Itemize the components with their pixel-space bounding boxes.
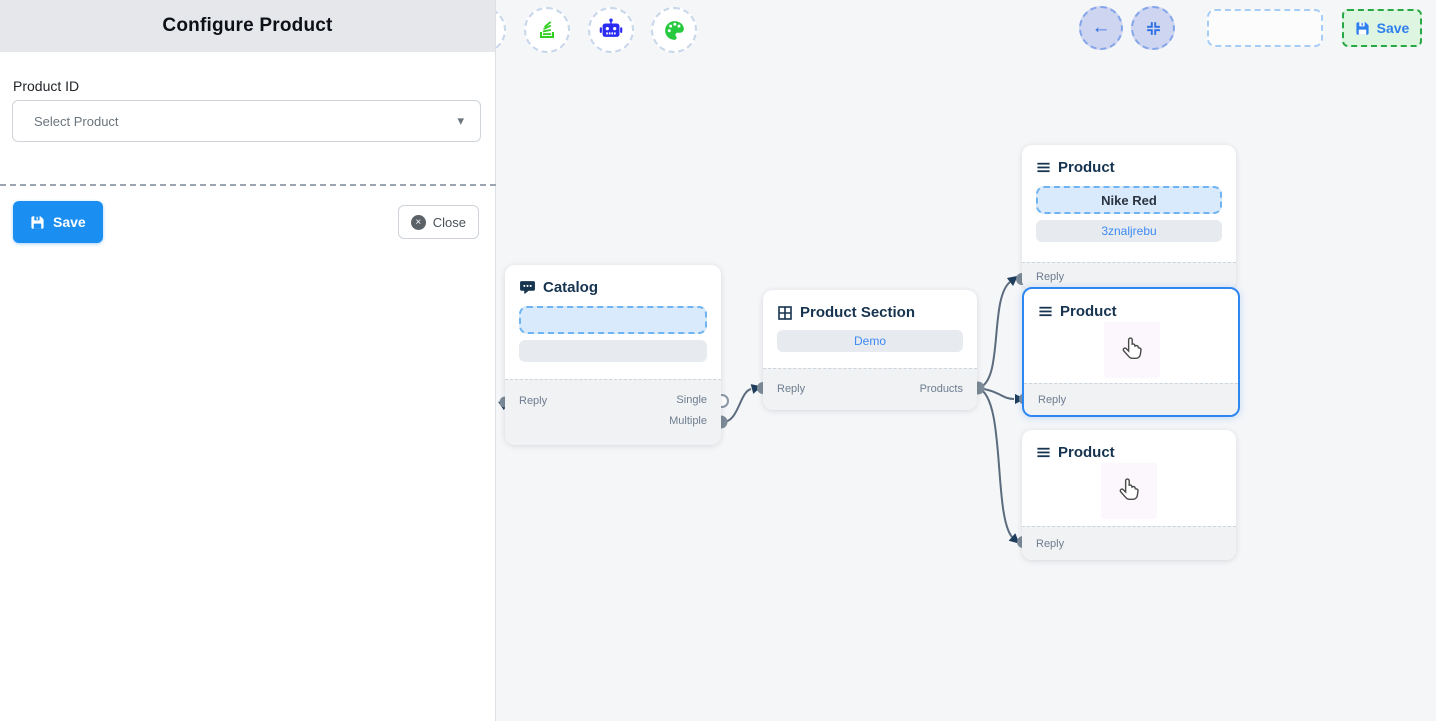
empty-slot-button[interactable] — [1207, 9, 1323, 47]
node-title: Product Section — [800, 304, 916, 321]
port-label-reply: Reply — [1036, 538, 1065, 550]
bot-tool-button[interactable] — [588, 7, 634, 53]
hand-cursor-icon — [1119, 478, 1139, 501]
divider — [0, 184, 496, 186]
edge-section-to-product1 — [977, 281, 1011, 389]
node-title: Product — [1060, 303, 1117, 320]
floppy-save-icon — [31, 215, 44, 229]
port-label-reply: Reply — [1038, 394, 1067, 406]
product2-footer: Reply — [1024, 383, 1238, 415]
product3-footer: Reply — [1022, 526, 1236, 560]
list-icon — [1039, 306, 1052, 317]
catalog-footer: Reply Single Multiple — [505, 379, 721, 445]
port-label-reply: Reply — [777, 383, 806, 395]
node-product-section[interactable]: Product Section Demo Reply Products — [763, 290, 977, 410]
grid-icon — [778, 305, 792, 320]
back-arrow-icon: ← — [1091, 17, 1111, 38]
back-button[interactable]: ← — [1079, 6, 1123, 50]
stack-icon — [540, 21, 554, 38]
port-label-single: Single — [676, 394, 707, 406]
close-button-label: Close — [432, 214, 466, 230]
section-footer: Reply Products — [763, 368, 977, 410]
save-button-label: Save — [53, 214, 86, 230]
chat-bubble-icon — [520, 281, 535, 294]
node-catalog[interactable]: Catalog Reply Single Multiple — [505, 265, 721, 445]
list-icon — [1037, 162, 1050, 173]
configure-product-panel: Configure Product Product ID Select Prod… — [0, 0, 496, 721]
cursor-overlay — [1104, 322, 1160, 378]
robot-icon — [599, 18, 623, 37]
close-button[interactable]: × Close — [397, 205, 479, 239]
catalog-empty-value[interactable] — [519, 340, 707, 362]
product-id-select[interactable]: Select Product ▾ — [12, 100, 481, 142]
product1-secondary-value[interactable]: 3znaljrebu — [1036, 220, 1222, 242]
node-product-2[interactable]: Product Reply — [1022, 287, 1240, 417]
section-value[interactable]: Demo — [777, 330, 963, 352]
close-circle-icon: × — [410, 214, 426, 230]
stack-tool-button[interactable] — [524, 7, 570, 53]
edge-section-to-product3 — [977, 387, 1013, 538]
port-label-reply: Reply — [519, 395, 548, 407]
panel-title: Configure Product — [0, 0, 495, 52]
cursor-overlay — [1101, 463, 1157, 519]
palette-icon — [664, 20, 684, 40]
node-title: Product — [1058, 159, 1115, 176]
arrowhead — [1008, 533, 1020, 544]
select-value: Select Product — [34, 113, 119, 129]
catalog-empty-input[interactable] — [519, 306, 707, 334]
chevron-down-icon: ▾ — [457, 113, 464, 128]
product-id-label: Product ID — [13, 78, 80, 94]
port-label-reply: Reply — [1036, 271, 1065, 283]
node-product-3[interactable]: Product Reply — [1022, 430, 1236, 560]
node-title: Catalog — [543, 279, 599, 296]
save-button[interactable]: Save — [13, 201, 103, 243]
product1-footer: Reply — [1022, 262, 1236, 290]
fit-view-button[interactable] — [1131, 6, 1175, 50]
list-icon — [1037, 447, 1050, 458]
node-product-1[interactable]: Product Nike Red 3znaljrebu Reply — [1022, 145, 1236, 290]
port-label-products: Products — [919, 383, 963, 395]
fit-view-icon — [1146, 21, 1160, 35]
node-title: Product — [1058, 444, 1115, 461]
product1-primary-value[interactable]: Nike Red — [1036, 186, 1222, 214]
flow-canvas[interactable]: ← Save Catalog — [496, 0, 1436, 721]
palette-tool-button[interactable] — [651, 7, 697, 53]
hand-cursor-icon — [1122, 337, 1142, 360]
canvas-save-button[interactable]: Save — [1342, 9, 1422, 47]
arrowhead — [1006, 275, 1018, 286]
floppy-save-icon — [1356, 21, 1369, 35]
port-label-multiple: Multiple — [669, 415, 707, 427]
canvas-save-label: Save — [1376, 20, 1410, 36]
